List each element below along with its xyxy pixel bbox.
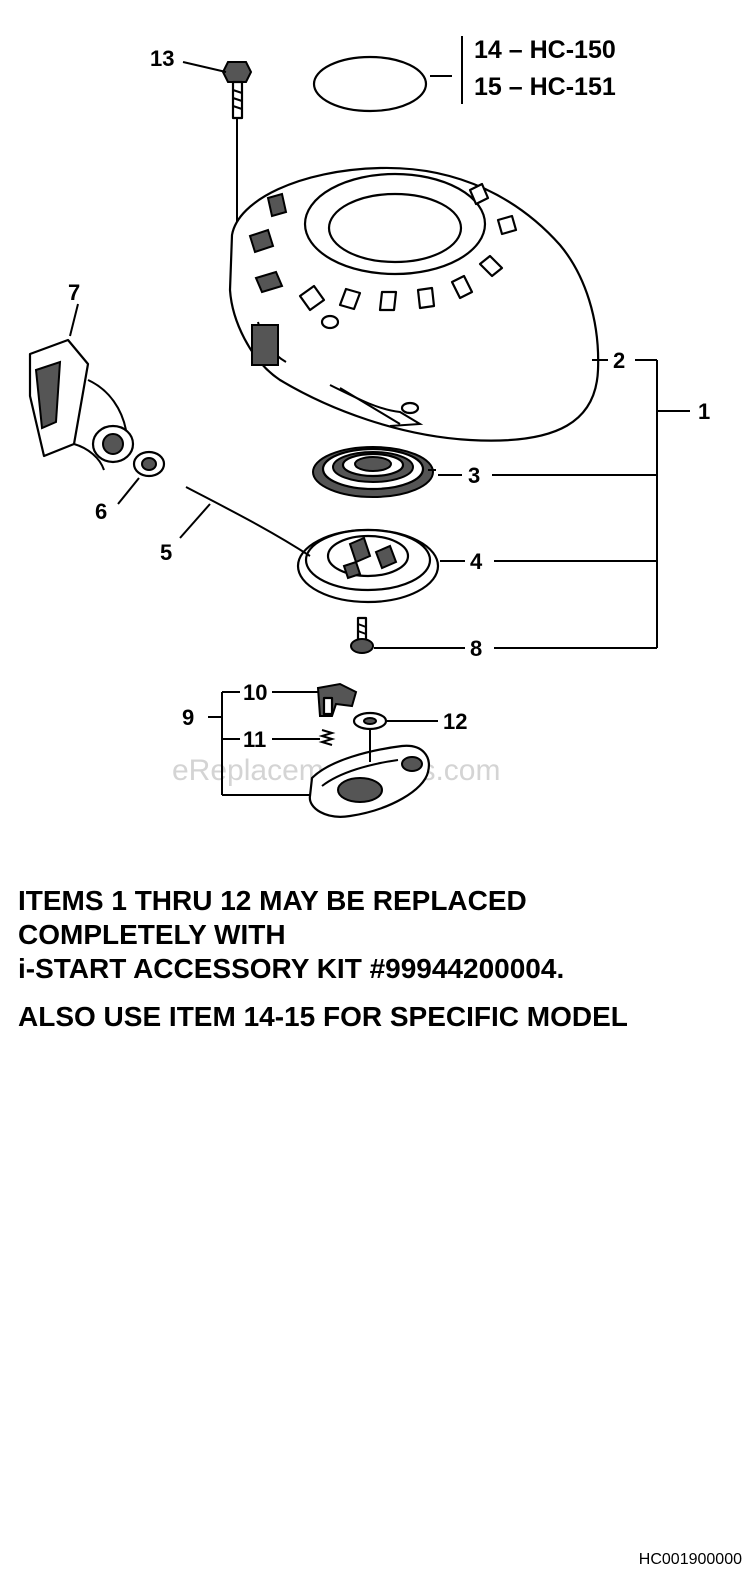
screw-part-8 bbox=[350, 616, 374, 654]
callout-5: 5 bbox=[160, 540, 172, 565]
callout-4: 4 bbox=[470, 549, 483, 574]
note-line-1: ITEMS 1 THRU 12 MAY BE REPLACED bbox=[18, 885, 527, 916]
model-label-hc150: 14 – HC-150 bbox=[474, 36, 616, 64]
drawing-code: HC001900000 bbox=[638, 1551, 742, 1568]
starter-housing-part bbox=[228, 166, 600, 442]
note-also-use: ALSO USE ITEM 14-15 FOR SPECIFIC MODEL bbox=[18, 1001, 628, 1032]
rope-guide-part bbox=[132, 450, 166, 478]
callout-1: 1 bbox=[698, 399, 710, 424]
reel-part bbox=[296, 528, 440, 604]
callout-7: 7 bbox=[68, 280, 80, 305]
callout-10: 10 bbox=[243, 680, 267, 705]
pawl-spring-part bbox=[318, 729, 336, 746]
ratchet-cover-part bbox=[308, 744, 430, 818]
callout-11: 11 bbox=[243, 727, 266, 752]
starter-handle-part bbox=[28, 338, 135, 471]
spiral-spring-part bbox=[312, 446, 436, 498]
callout-12: 12 bbox=[443, 709, 467, 734]
starter-rope-part bbox=[185, 486, 311, 557]
pawl-part bbox=[316, 682, 358, 717]
washer-part bbox=[352, 711, 388, 762]
callout-6: 6 bbox=[95, 499, 107, 524]
callout-3: 3 bbox=[468, 463, 480, 488]
callout-2: 2 bbox=[613, 348, 625, 373]
callout-13: 13 bbox=[150, 46, 174, 71]
model-label-hc151: 15 – HC-151 bbox=[474, 73, 616, 101]
screw-part-13 bbox=[221, 61, 253, 232]
note-line-2: COMPLETELY WITH bbox=[18, 919, 286, 950]
note-line-3: i-START ACCESSORY KIT #99944200004. bbox=[18, 953, 565, 984]
callout-8: 8 bbox=[470, 636, 482, 661]
decal-part bbox=[312, 55, 452, 113]
callout-9: 9 bbox=[182, 705, 194, 730]
parts-diagram: eReplacementParts.com 14 – HC-150 15 – H… bbox=[28, 36, 710, 818]
replacement-notes: ITEMS 1 THRU 12 MAY BE REPLACED COMPLETE… bbox=[18, 884, 738, 1034]
